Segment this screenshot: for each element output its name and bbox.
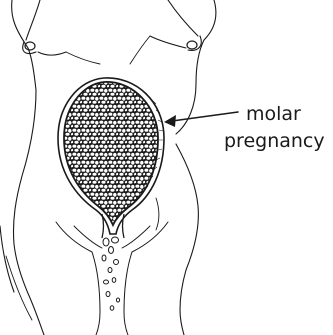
- label-molar: molar: [246, 103, 301, 125]
- waist-line: [66, 52, 100, 64]
- left-arm-outline: [26, 0, 40, 40]
- lower-crease-right: [156, 198, 159, 230]
- lower-crease-left: [6, 256, 32, 320]
- right-nipple: [187, 41, 197, 49]
- pointer-arrow: [164, 112, 238, 127]
- groin-crease-right: [122, 226, 150, 248]
- groin-crease-left: [74, 226, 102, 248]
- label-pregnancy: pregnancy: [224, 130, 325, 152]
- vesicle-discharge: [102, 237, 120, 310]
- right-hip-outline: [176, 144, 198, 335]
- left-thigh-inner: [56, 222, 100, 335]
- right-underbreast: [150, 36, 186, 48]
- uterus: [58, 78, 164, 238]
- right-arm-outline: [168, 0, 198, 36]
- right-thigh-inner: [124, 222, 168, 335]
- right-body-outline: [176, 0, 216, 134]
- left-underbreast: [38, 52, 66, 55]
- abdomen-line: [130, 36, 150, 64]
